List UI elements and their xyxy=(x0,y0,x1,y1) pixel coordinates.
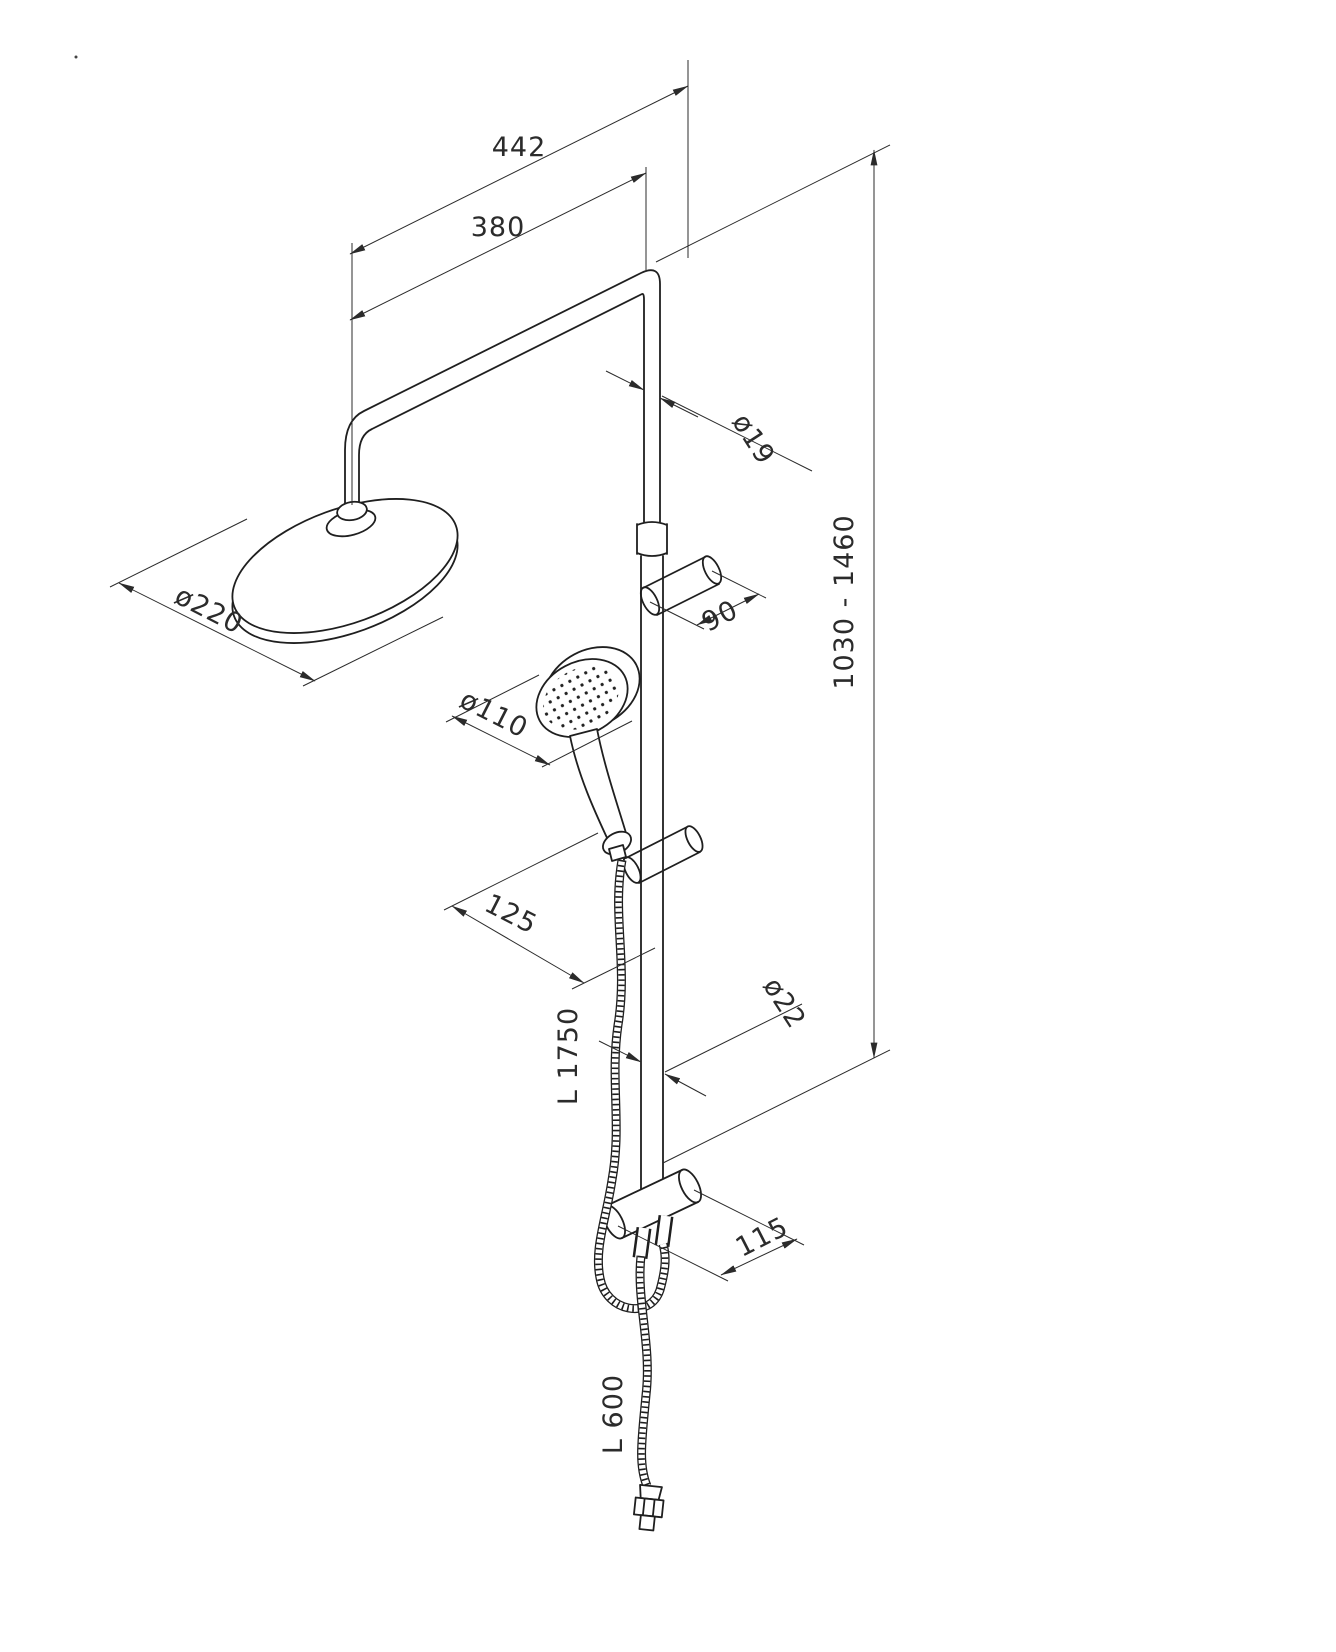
label-arm-reach: 380 xyxy=(471,212,526,243)
ext-90-left xyxy=(649,601,705,630)
dim-line-125 xyxy=(451,905,585,984)
ext-110-left xyxy=(445,674,540,723)
ext-height-top xyxy=(655,144,891,263)
dim-line-380 xyxy=(349,172,647,321)
dia19-arrow-left xyxy=(605,370,645,391)
upper-bracket-body xyxy=(643,557,719,615)
dim-line-220 xyxy=(118,582,316,682)
shower-arm-and-riser xyxy=(344,269,668,1199)
upper-bracket-edges xyxy=(642,556,720,616)
hose-end-fitting xyxy=(633,1483,665,1532)
fitting-nut-facets xyxy=(641,1497,656,1518)
handle-tip xyxy=(608,844,627,862)
rain-head-swivel-hub xyxy=(336,500,368,522)
label-lower-hose-length: L 600 xyxy=(598,1374,629,1454)
hose-connector2-fill xyxy=(635,1227,649,1259)
hose-connector-fill xyxy=(657,1215,671,1247)
dia22-leader xyxy=(664,1003,803,1073)
tee-body xyxy=(606,1170,698,1238)
dia22-arrow-right xyxy=(664,1073,707,1097)
slider-bracket-edges xyxy=(625,826,701,884)
dimension-lines xyxy=(109,60,891,1282)
upper-wall-bracket xyxy=(639,555,723,616)
fitting-nut xyxy=(633,1496,665,1519)
ext-220-left xyxy=(109,518,248,588)
dia22-arrow-left xyxy=(598,1040,642,1063)
dim-line-115 xyxy=(720,1238,798,1276)
ext-125-left xyxy=(443,832,599,911)
dim-line-110 xyxy=(451,715,551,766)
hand-shower xyxy=(535,646,641,862)
label-height-range: 1030 - 1460 xyxy=(829,514,860,689)
ext-90-right xyxy=(711,570,767,599)
dia19-leader xyxy=(661,395,813,472)
ext-115-right xyxy=(693,1189,805,1246)
ext-125-right xyxy=(571,947,656,990)
riser-column xyxy=(640,555,664,1199)
label-main-hose-length: L 1750 xyxy=(553,1007,584,1105)
label-overall-width: 442 xyxy=(492,132,547,163)
ext-110-right xyxy=(541,720,633,768)
dia19-arrow-right xyxy=(659,397,699,418)
pipe-coupling xyxy=(636,521,668,557)
arm-outer-edge xyxy=(344,269,661,523)
stray-mark xyxy=(74,55,78,59)
ext-115-left xyxy=(617,1225,729,1282)
ext-220-right xyxy=(302,616,444,687)
ext-height-bottom xyxy=(662,1049,891,1164)
fitting-tip xyxy=(638,1514,656,1532)
dim-line-90 xyxy=(696,593,760,626)
hand-shower-spray-nozzles xyxy=(543,666,619,730)
